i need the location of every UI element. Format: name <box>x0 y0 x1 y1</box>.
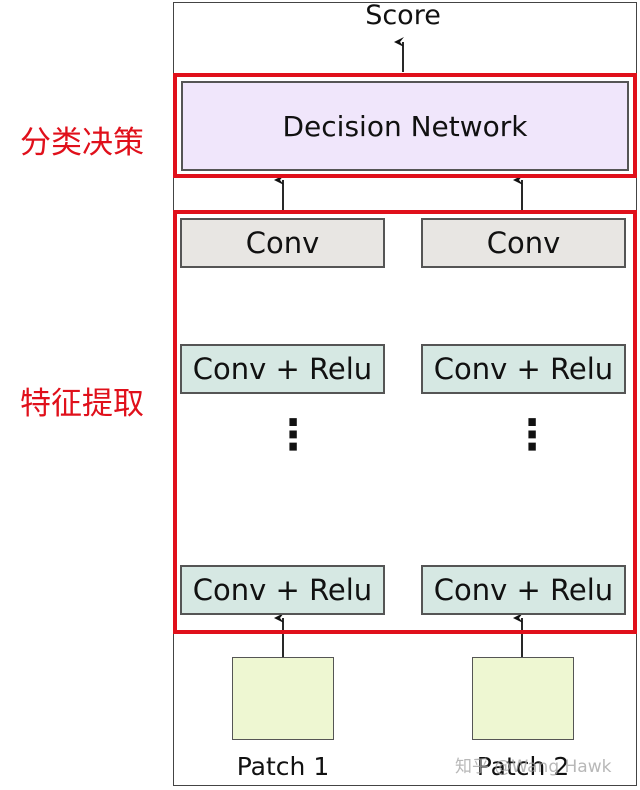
classification-frame <box>173 73 637 178</box>
watermark: 知乎 @Wang Hawk <box>455 757 612 777</box>
patch1-box <box>232 657 334 740</box>
branch2-ellipsis: ⋮ <box>511 410 553 459</box>
branch2-conv-relu-box: Conv + Relu <box>421 344 626 394</box>
patch2-label: Patch 2 <box>476 752 570 781</box>
feature-extraction-stage-label: 特征提取 <box>20 386 144 422</box>
branch1-conv-box: Conv <box>180 218 385 268</box>
score-label: Score <box>365 0 441 31</box>
decision-network-box: Decision Network <box>181 81 629 171</box>
branch2-conv-box: Conv <box>421 218 626 268</box>
branch1-ellipsis: ⋮ <box>272 410 314 459</box>
feature-extraction-frame <box>173 210 637 634</box>
patch1-label: Patch 1 <box>236 752 330 781</box>
classification-stage-label: 分类决策 <box>20 125 144 161</box>
patch2-box <box>472 657 574 740</box>
branch1-bottom-conv-relu-box: Conv + Relu <box>180 565 385 615</box>
branch2-bottom-conv-relu-box: Conv + Relu <box>421 565 626 615</box>
branch1-conv-relu-box: Conv + Relu <box>180 344 385 394</box>
